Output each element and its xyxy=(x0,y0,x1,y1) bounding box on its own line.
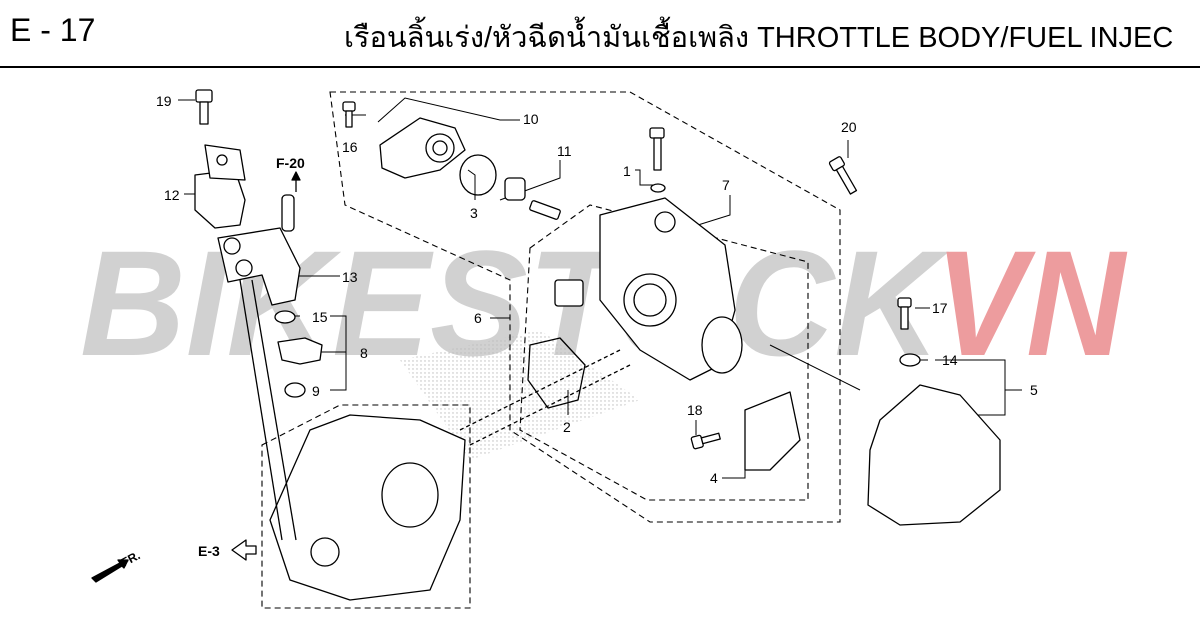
part-15-seal xyxy=(274,310,296,324)
parts-line-art xyxy=(91,89,1001,601)
watermark-accent: VN xyxy=(935,219,1127,387)
part-10-sensor xyxy=(379,117,466,179)
page-title: เรือนลิ้นเร่ง/หัวฉีดน้ำมันเชื้อเพลิง THR… xyxy=(344,22,1174,54)
callout-7: 7 xyxy=(722,177,730,193)
part-2-gasket xyxy=(527,337,586,409)
part-5-cover xyxy=(867,384,1001,526)
callout-15: 15 xyxy=(312,309,328,325)
part-3-oring xyxy=(459,154,497,196)
callout-16: 16 xyxy=(342,139,358,155)
callout-3: 3 xyxy=(470,205,478,221)
ref-e3: E-3 xyxy=(198,543,220,559)
part-4-bracket xyxy=(744,391,801,471)
callout-20: 20 xyxy=(841,119,857,135)
callout-17: 17 xyxy=(932,300,948,316)
callout-19: 19 xyxy=(156,93,172,109)
callout-2: 2 xyxy=(563,419,571,435)
part-14-washer xyxy=(899,353,921,367)
callout-9: 9 xyxy=(312,383,320,399)
parts-diagram: BIKESTOCK VN xyxy=(80,89,1127,609)
part-19-bolt xyxy=(195,89,213,125)
part-8-injector xyxy=(277,337,323,365)
header-rule xyxy=(0,66,1200,68)
callout-18: 18 xyxy=(687,402,703,418)
callout-8: 8 xyxy=(360,345,368,361)
callout-1: 1 xyxy=(623,163,631,179)
callout-13: 13 xyxy=(342,269,358,285)
callout-10: 10 xyxy=(523,111,539,127)
part-17-bolt xyxy=(897,297,912,330)
callout-12: 12 xyxy=(164,187,180,203)
callout-11: 11 xyxy=(557,143,572,159)
part-16-screw xyxy=(342,101,356,128)
part-18-bolt xyxy=(690,432,721,450)
part-1-screw xyxy=(649,127,666,193)
callout-14: 14 xyxy=(942,352,958,368)
callout-5: 5 xyxy=(1030,382,1038,398)
assembly-outlines xyxy=(261,91,841,609)
page-code: E - 17 xyxy=(10,12,96,48)
callout-6: 6 xyxy=(474,310,482,326)
intake-channel-shading xyxy=(400,330,640,460)
part-9-seal xyxy=(284,382,306,398)
callout-4: 4 xyxy=(710,470,718,486)
part-20-bolt xyxy=(828,156,858,195)
ref-f20: F-20 xyxy=(276,155,305,171)
part-11-spring xyxy=(504,177,526,201)
header: E - 17 เรือนลิ้นเร่ง/หัวฉีดน้ำมันเชื้อเพ… xyxy=(0,0,1200,68)
